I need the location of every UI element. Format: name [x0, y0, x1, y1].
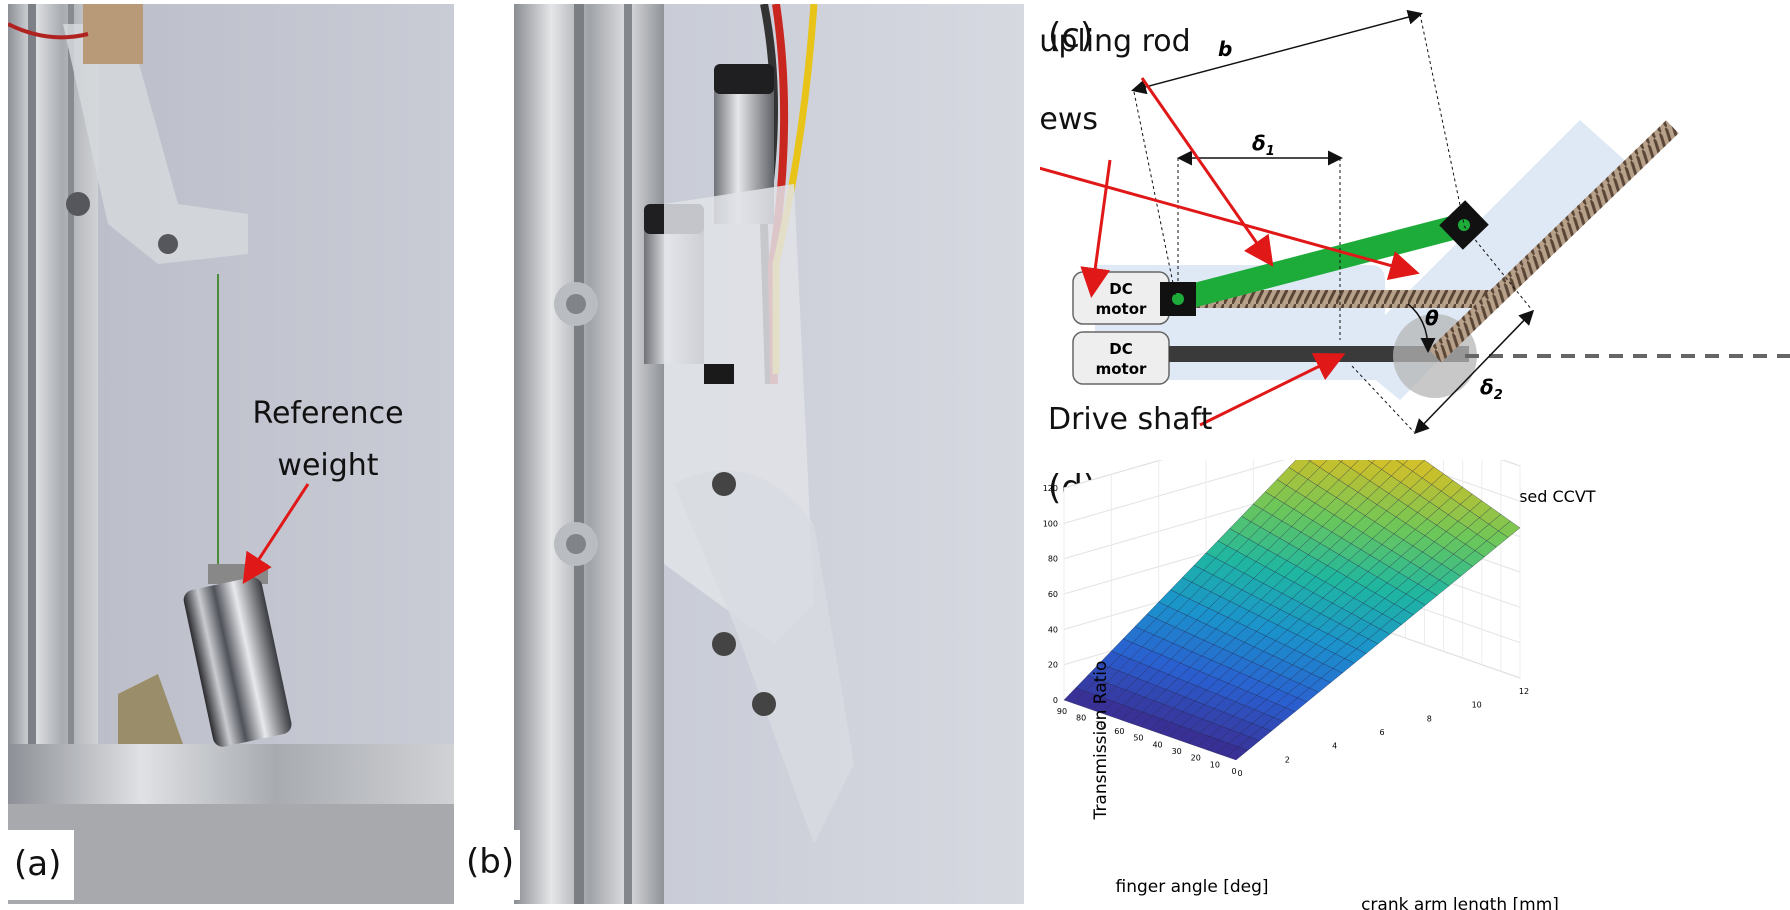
arrow-lead-screw-1: [1080, 159, 1112, 298]
z-tick-label: 120: [1043, 484, 1058, 493]
surface-patch: [1309, 460, 1328, 468]
photo-panel-a: Reference weight (a): [8, 4, 454, 904]
x-tick-label: 40: [1152, 740, 1162, 749]
b-symbol: b: [1218, 37, 1232, 61]
x-tick-label: 20: [1191, 754, 1201, 763]
x-tick-label: 80: [1076, 714, 1086, 723]
arrow-lead-screw-2: [1040, 166, 1420, 281]
motor-bottom-line2: motor: [1096, 360, 1147, 378]
chart-xlabel: finger angle [deg]: [1116, 877, 1269, 897]
coupling-rod-label: Coupling rod: [1040, 24, 1191, 59]
coupling-rod: [1172, 214, 1464, 312]
x-tick-label: 10: [1210, 760, 1220, 769]
x-tick-label: 0: [1231, 767, 1236, 776]
photo-gripper-finger: [514, 4, 1024, 904]
dimension-delta2: [1413, 309, 1535, 435]
ccvt-schematic: DC motor DC motor b δ1: [1040, 9, 1790, 435]
reference-weight-arrow: [242, 483, 310, 585]
lead-screws-label: Lead screws: [1040, 102, 1099, 137]
gridline-z: [1063, 460, 1521, 489]
surface-patch: [1367, 460, 1376, 464]
transmission-ratio-chart: Transmission Ration graph of the propose…: [1043, 460, 1596, 910]
label-box-b-gap: [514, 830, 520, 900]
surface-patch: [1308, 460, 1312, 462]
theta-arc: [1407, 303, 1436, 353]
drive-shaft-label: Drive shaft: [1048, 402, 1213, 437]
x-tick-label: 30: [1172, 747, 1182, 756]
z-tick-label: 100: [1043, 519, 1058, 528]
z-tick-label: 20: [1048, 661, 1058, 670]
reference-weight-annotation: Reference weight: [248, 388, 408, 492]
photo-panel-b: [514, 4, 1024, 904]
motor-top-line1: DC: [1109, 280, 1132, 298]
delta1-label: δ1: [1252, 131, 1275, 159]
z-tick-label: 80: [1048, 555, 1058, 564]
label-box-b: [514, 830, 526, 900]
schematic-and-chart-panel: (c) (d) DC motor DC motor: [1040, 0, 1790, 910]
x-tick-label: 70: [1095, 720, 1105, 729]
x-tick-label: 90: [1057, 707, 1067, 716]
x-tick-label: 50: [1133, 734, 1143, 743]
chart-ylabel: crank arm length [mm]: [1361, 895, 1559, 910]
y-tick-label: 12: [1519, 687, 1529, 696]
surface-patch: [1498, 520, 1521, 538]
label-box-a: (a): [8, 830, 74, 900]
y-tick-label: 0: [1237, 769, 1242, 778]
lead-screw-horizontal: [1169, 290, 1499, 308]
z-tick-label: 0: [1053, 696, 1058, 705]
surface-patch: [1396, 460, 1409, 465]
annotation-line-2: weight: [277, 448, 379, 483]
theta-symbol: θ: [1425, 306, 1439, 330]
y-tick-label: 4: [1332, 742, 1337, 751]
panel-label-c: (c): [1048, 16, 1094, 56]
motor-top-line2: motor: [1096, 300, 1147, 318]
x-tick-label: 60: [1114, 727, 1124, 736]
panel-label-a: (a): [14, 844, 62, 884]
panel-label-b: (b): [466, 842, 515, 882]
chart-surface: [1063, 460, 1521, 761]
lead-screw-diagonal: [1428, 120, 1679, 363]
z-tick-label: 60: [1048, 590, 1058, 599]
z-tick-label: 40: [1048, 625, 1058, 634]
delta2-label: δ2: [1480, 375, 1503, 403]
annotation-line-1: Reference: [252, 396, 404, 431]
arrow-coupling-rod: [1140, 77, 1274, 267]
arrow-drive-shaft: [1199, 353, 1346, 427]
surface-patch: [1338, 460, 1344, 462]
y-tick-label: 8: [1427, 714, 1432, 723]
y-tick-label: 10: [1472, 701, 1482, 710]
chart-zlabel: Transmission Ratio: [1091, 661, 1111, 821]
y-tick-label: 6: [1379, 728, 1384, 737]
motor-bottom-line1: DC: [1109, 340, 1132, 358]
dimension-b: [1131, 9, 1423, 95]
y-tick-label: 2: [1285, 755, 1290, 764]
